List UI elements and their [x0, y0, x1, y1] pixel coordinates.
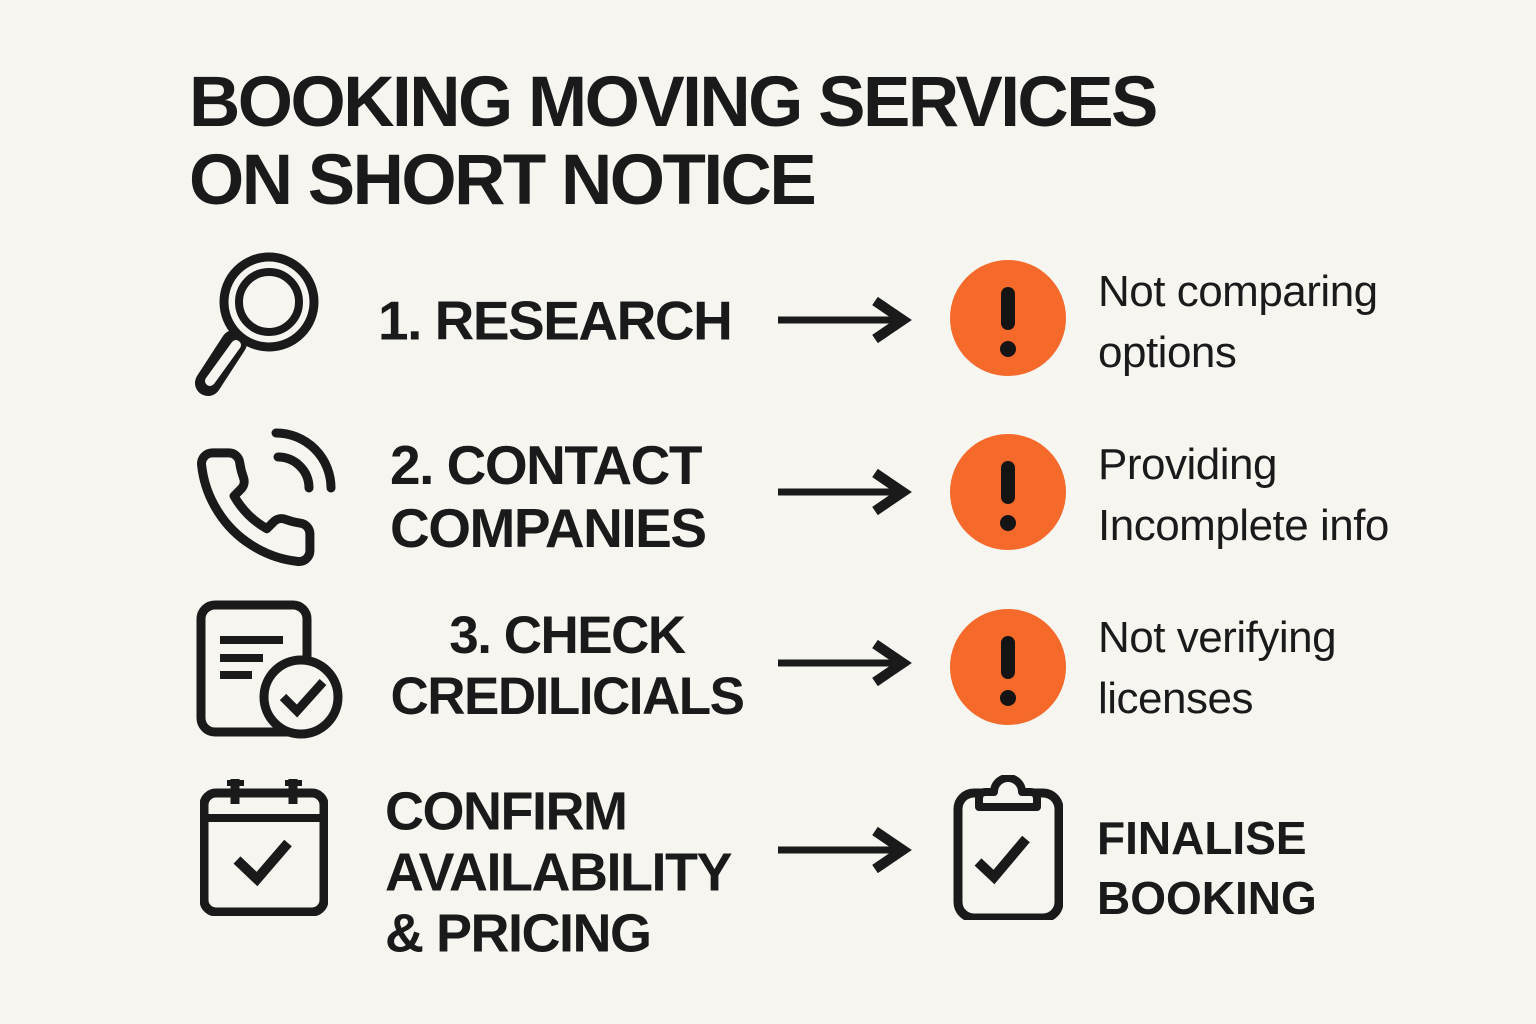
pitfall-text-contact: Providing Incomplete info [1098, 440, 1389, 550]
clipboard-check-icon [953, 775, 1063, 920]
calendar-check-icon [200, 776, 328, 916]
pitfall-text-research: Not comparing options [1098, 267, 1378, 377]
document-check-icon [195, 598, 345, 740]
step-label-confirm: CONFIRM AVAILABILITY & PRICING [385, 781, 732, 964]
arrow-right-icon [776, 469, 916, 515]
exclamation-warning-icon [950, 260, 1066, 376]
outcome-text-finalise: FINALISE BOOKING [1097, 812, 1317, 924]
step-label-credentials: 3. CHECK CREDILICIALS [390, 606, 746, 726]
magnifier-icon [190, 245, 345, 400]
step-label-contact: 2. CONTACT COMPANIES [390, 434, 707, 559]
arrow-right-icon [776, 827, 916, 873]
arrow-right-icon [776, 297, 916, 343]
exclamation-warning-icon [950, 434, 1066, 550]
page-title: BOOKING MOVING SERVICES ON SHORT NOTICE [189, 63, 1158, 220]
pitfall-text-credentials: Not verifying licenses [1098, 613, 1337, 723]
arrow-right-icon [776, 640, 916, 686]
step-label-research: 1. RESEARCH [378, 289, 733, 352]
phone-call-icon [188, 426, 343, 574]
exclamation-warning-icon [950, 609, 1066, 725]
